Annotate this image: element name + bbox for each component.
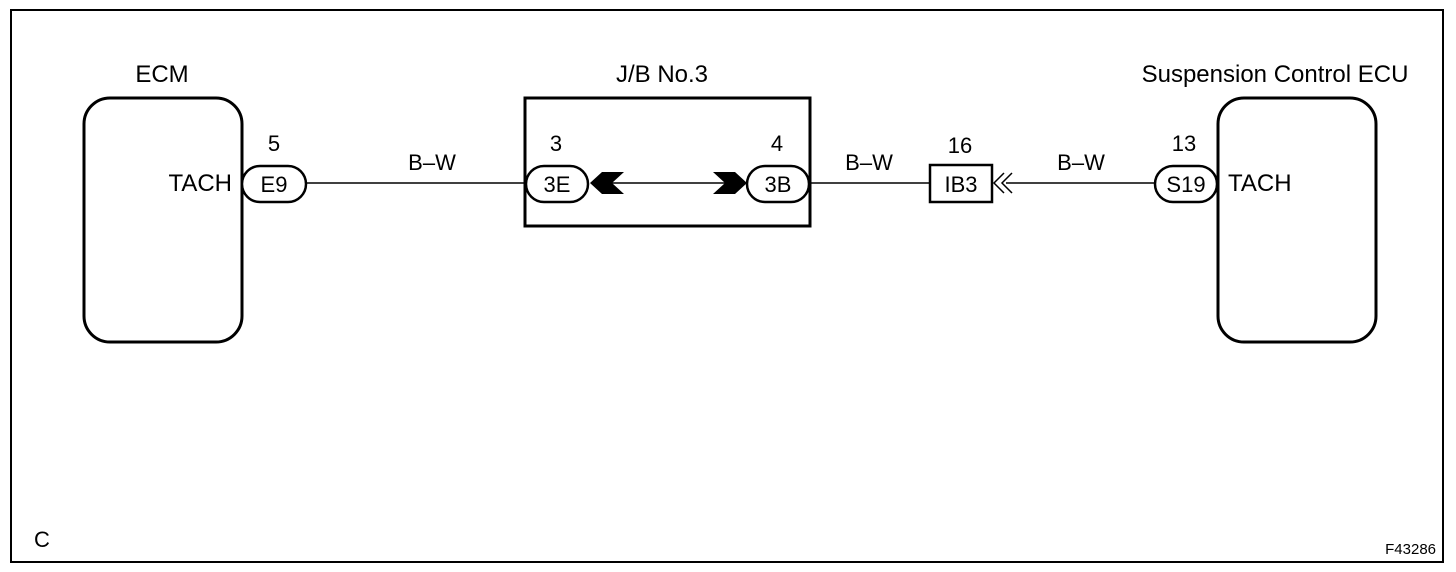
double-chevron-icon bbox=[992, 172, 1013, 194]
suspension-ecu-tach-label: TACH bbox=[1228, 170, 1292, 197]
junction-block-3: J/B No.3 3 4 3E 3B bbox=[523, 61, 812, 228]
right-arrow-icon bbox=[713, 172, 747, 194]
jb-right-pin: 4 bbox=[771, 131, 783, 156]
connector-e9 bbox=[240, 164, 308, 204]
jb-title: J/B No.3 bbox=[616, 61, 708, 88]
jb-box bbox=[523, 96, 812, 228]
ecm-title: ECM bbox=[135, 61, 188, 88]
junction-connector-ib3: 16 IB3 bbox=[928, 133, 1013, 204]
connector-3e bbox=[524, 164, 590, 204]
suspension-control-ecu: Suspension Control ECU 13 S19 TACH bbox=[1142, 61, 1409, 344]
ecm-tach-label: TACH bbox=[168, 170, 232, 197]
jb-left-pin: 3 bbox=[550, 131, 562, 156]
diagram-frame bbox=[10, 9, 1444, 563]
ib3-pin-number: 16 bbox=[948, 133, 972, 158]
connector-3b bbox=[745, 164, 811, 204]
connector-3b-label: 3B bbox=[765, 172, 792, 197]
connector-3e-label: 3E bbox=[544, 172, 571, 197]
figure-id: F43286 bbox=[1385, 541, 1436, 558]
ecm-pin-number: 5 bbox=[268, 131, 280, 156]
connector-ib3-label: IB3 bbox=[944, 172, 977, 197]
ecm-box bbox=[82, 96, 244, 344]
wire-label-3: B–W bbox=[1057, 150, 1105, 175]
corner-label: C bbox=[34, 527, 50, 552]
suspension-ecu-pin-number: 13 bbox=[1172, 131, 1196, 156]
wire-label-1: B–W bbox=[408, 150, 456, 175]
wire-label-2: B–W bbox=[845, 150, 893, 175]
suspension-ecu-box bbox=[1216, 96, 1378, 344]
connector-ib3 bbox=[928, 163, 994, 204]
ecm-component: ECM TACH 5 E9 bbox=[82, 61, 308, 344]
left-arrow-icon bbox=[590, 172, 624, 194]
connector-s19 bbox=[1153, 164, 1219, 204]
suspension-ecu-title: Suspension Control ECU bbox=[1142, 61, 1409, 88]
connector-s19-label: S19 bbox=[1166, 172, 1205, 197]
connector-e9-label: E9 bbox=[261, 172, 288, 197]
